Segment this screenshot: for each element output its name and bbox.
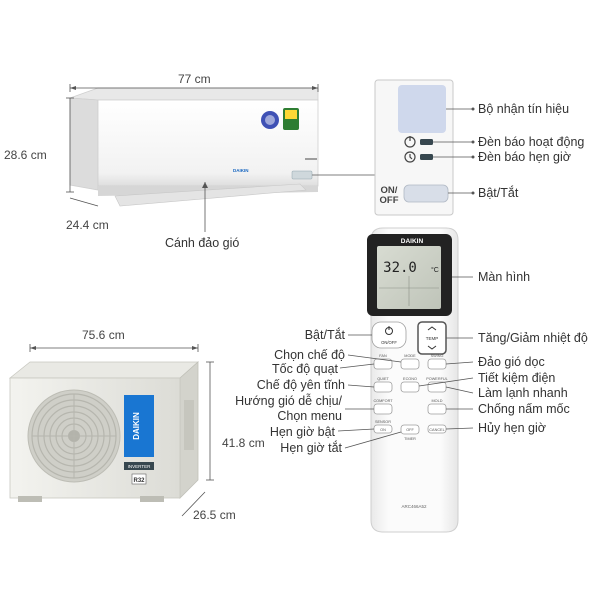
remote-quiet-text: QUIET [377, 377, 389, 381]
remote-control [367, 227, 459, 533]
louver-label: Cánh đảo gió [165, 236, 240, 250]
clock-icon [404, 151, 416, 163]
outdoor-inverter-badge [124, 462, 154, 470]
temp-up-icon [427, 326, 437, 331]
remote-swing-button[interactable] [427, 358, 447, 370]
refrigerant-text: R32 [133, 478, 145, 484]
signal-receiver-label: Bộ nhận tín hiệu [478, 102, 570, 116]
remote-econo-button[interactable] [400, 381, 420, 393]
remote-label-temp-updown: Tăng/Giảm nhiệt độ [478, 331, 588, 345]
remote-label-mold: Chống nấm mốc [478, 402, 570, 416]
panel-off-line: OFF [380, 195, 399, 206]
remote-econo-text: ECONO [403, 377, 417, 381]
outdoor-inverter-text: INVERTER [128, 464, 151, 469]
remote-model: ARC466A52 [401, 504, 427, 509]
panel-power-button[interactable] [403, 184, 449, 203]
remote-off-text: OFF [406, 428, 414, 432]
outdoor-height-label: 41.8 cm [222, 436, 265, 450]
indoor-height-label: 28.6 cm [4, 148, 47, 162]
temp-down-icon [427, 345, 437, 350]
remote-timer-text: TIMER [404, 437, 416, 441]
indoor-display-window [291, 170, 313, 180]
remote-sensor-text: SENSOR [375, 420, 391, 424]
outdoor-width-label: 75.6 cm [82, 328, 125, 342]
operation-lamp-label: Đèn báo hoạt động [478, 135, 585, 149]
outdoor-unit [8, 361, 200, 502]
panel-power-label: Bật/Tắt [478, 186, 519, 200]
remote-label-on-off: Bật/Tắt [304, 328, 345, 342]
remote-right-leader-lines [418, 276, 474, 430]
remote-mode-text: MODE [404, 354, 416, 358]
remote-temp-text: TEMP [426, 336, 439, 341]
remote-label-off-timer: Hẹn giờ tắt [280, 441, 342, 455]
remote-label-comfort: Hướng gió dễ chịu/ [235, 394, 342, 408]
indoor-brand-label: DAIKIN [233, 168, 249, 173]
remote-on-text: ON [380, 428, 386, 432]
remote-label-quiet: Chế độ yên tĩnh [256, 378, 345, 392]
outdoor-brand-label: DAIKIN [132, 412, 141, 440]
remote-on-off-text: ON/OFF [381, 340, 397, 345]
remote-mode-button[interactable] [400, 358, 420, 370]
outdoor-depth-label: 26.5 cm [193, 508, 236, 522]
remote-comfort-button[interactable] [373, 403, 393, 415]
operation-lamp [420, 139, 433, 145]
remote-temp-unit: °C [431, 266, 439, 274]
signal-receiver-window [398, 85, 446, 133]
indoor-depth-label: 24.4 cm [66, 218, 109, 232]
remote-left-leader-lines [337, 334, 402, 449]
remote-label-on-timer: Hẹn giờ bật [269, 425, 335, 439]
remote-brand: DAIKIN [401, 238, 424, 245]
outdoor-brand-panel [124, 395, 154, 457]
remote-comfort-text: COMFORT [373, 399, 393, 403]
remote-swing-text: SWING [431, 354, 444, 358]
remote-mold-text: MOLD [432, 399, 443, 403]
remote-mold-button[interactable] [427, 403, 447, 415]
timer-lamp-label: Đèn báo hẹn giờ [478, 150, 571, 164]
remote-off-timer-button[interactable] [400, 424, 420, 435]
remote-temp-value: 32.0 [383, 260, 417, 276]
timer-lamp [420, 154, 433, 160]
panel-leader-lines [433, 108, 473, 194]
display-panel [374, 79, 454, 216]
refrigerant-badge [131, 473, 147, 485]
remote-label-econo: Tiết kiệm điện [478, 371, 556, 385]
remote-label-vertical-swing: Đảo gió dọc [478, 355, 545, 369]
remote-fan-text: FAN [379, 354, 387, 358]
indoor-unit [69, 87, 319, 207]
remote-cancel-text: CANCEL [429, 428, 444, 432]
remote-label-cancel-timer: Hủy hẹn giờ [478, 421, 546, 435]
remote-powerful-text: POWERFUL [426, 377, 448, 381]
remote-quiet-button[interactable] [373, 381, 393, 393]
remote-label-mode: Chọn chế độ [274, 348, 345, 362]
remote-label-menu: Chọn menu [277, 409, 342, 423]
remote-label-powerful: Làm lạnh nhanh [478, 386, 568, 400]
panel-on-line: ON/ [381, 185, 398, 196]
indoor-width-label: 77 cm [178, 72, 211, 86]
remote-label-fan-speed: Tốc độ quạt [271, 362, 338, 376]
remote-label-screen: Màn hình [478, 270, 531, 284]
panel-on-off-text: ON/OFF [380, 185, 399, 206]
